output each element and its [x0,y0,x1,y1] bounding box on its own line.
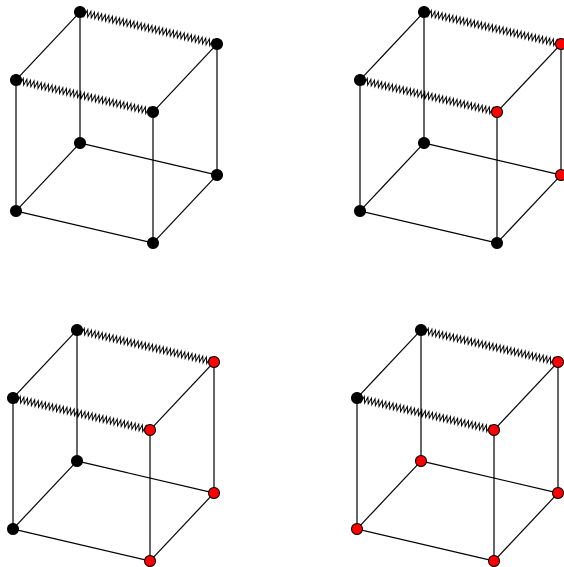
black-vertex-front-top-left [354,74,366,86]
cube-edge-back-bottom-left-to-back-bottom-right [423,142,562,176]
spring-back-top-left-to-back-top-right [423,8,562,48]
red-vertex-back-bottom-right [208,487,220,499]
spring-back-top-left-to-back-top-right [79,8,218,48]
cube-top-right [354,6,564,249]
black-vertex-front-top-right [147,106,159,118]
black-vertex-front-bottom-right [491,237,503,249]
red-vertex-front-top-right [491,106,503,118]
cube-edge-back-bottom-left-to-back-bottom-right [79,142,218,176]
cube-bottom-left [7,324,220,567]
black-vertex-front-bottom-left [354,205,366,217]
black-vertex-back-top-left [71,324,83,336]
cube-edge-back-bottom-right-to-front-bottom-right [493,492,559,562]
spring-back-top-left-to-back-top-right [76,326,215,366]
cube-edge-back-bottom-left-to-front-bottom-left [12,460,78,530]
red-vertex-back-bottom-right [555,169,564,181]
black-vertex-back-top-left [418,6,430,18]
cube-edge-back-bottom-left-to-front-bottom-left [359,142,425,212]
black-vertex-back-top-left [74,6,86,18]
cube-edge-back-top-right-to-front-top-right [152,43,218,113]
cube-edge-front-bottom-left-to-front-bottom-right [15,210,154,244]
spring-front-top-left-to-front-top-right [15,76,154,116]
spring-front-top-left-to-front-top-right [356,394,495,434]
cube-edge-back-bottom-right-to-front-bottom-right [152,174,218,244]
black-vertex-front-top-left [10,74,22,86]
red-vertex-back-top-right [555,38,564,50]
black-vertex-back-bottom-right [211,169,223,181]
cube-edge-back-bottom-left-to-front-bottom-left [15,142,81,212]
cube-edge-front-bottom-left-to-front-bottom-right [359,210,498,244]
red-vertex-front-bottom-right [144,555,156,567]
black-vertex-front-bottom-right [147,237,159,249]
cube-edge-back-top-left-to-front-top-left [359,11,425,81]
red-vertex-back-top-right [208,356,220,368]
cube-edge-back-bottom-left-to-back-bottom-right [420,460,559,494]
cube-edge-back-top-right-to-front-top-right [496,43,562,113]
cube-edge-back-bottom-right-to-front-bottom-right [149,492,215,562]
cube-edge-back-bottom-left-to-front-bottom-left [356,460,422,530]
red-vertex-back-top-right [552,356,564,368]
black-vertex-back-bottom-left [74,137,86,149]
spring-front-top-left-to-front-top-right [359,76,498,116]
spring-front-top-left-to-front-top-right [12,394,151,434]
cube-edge-front-bottom-left-to-front-bottom-right [12,528,151,562]
cube-edge-back-bottom-left-to-back-bottom-right [76,460,215,494]
cube-edge-back-top-right-to-front-top-right [149,361,215,431]
cube-edge-back-top-left-to-front-top-left [12,329,78,399]
cube-edge-back-top-left-to-front-top-left [15,11,81,81]
red-vertex-back-bottom-left [415,455,427,467]
cube-edge-front-bottom-left-to-front-bottom-right [356,528,495,562]
cube-bottom-right [351,324,564,567]
red-vertex-front-top-right [144,424,156,436]
cube-edge-back-top-right-to-front-top-right [493,361,559,431]
black-vertex-back-top-right [211,38,223,50]
black-vertex-back-bottom-left [71,455,83,467]
black-vertex-back-top-left [415,324,427,336]
spring-back-top-left-to-back-top-right [420,326,559,366]
red-vertex-front-bottom-left [351,523,363,535]
cube-top-left [10,6,223,249]
black-vertex-front-bottom-left [10,205,22,217]
black-vertex-front-bottom-left [7,523,19,535]
black-vertex-front-top-left [7,392,19,404]
cube-edge-back-top-left-to-front-top-left [356,329,422,399]
red-vertex-front-top-right [488,424,500,436]
red-vertex-front-bottom-right [488,555,500,567]
red-vertex-back-bottom-right [552,487,564,499]
cube-edge-back-bottom-right-to-front-bottom-right [496,174,562,244]
black-vertex-front-top-left [351,392,363,404]
black-vertex-back-bottom-left [418,137,430,149]
